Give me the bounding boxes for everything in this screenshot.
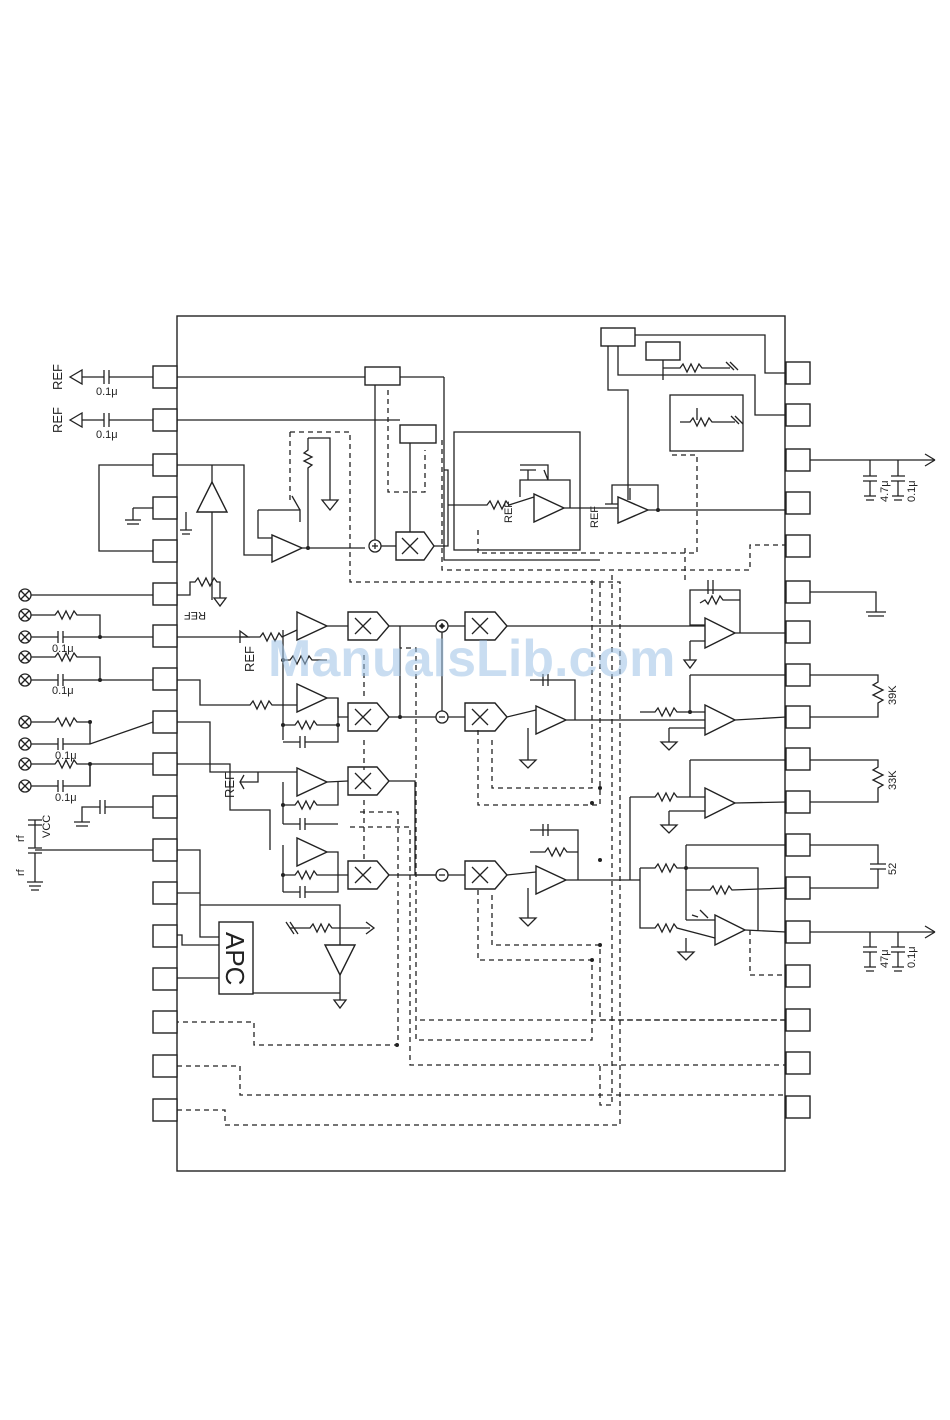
cap-label-8: 0.1μ bbox=[906, 946, 918, 968]
right-pin-8 bbox=[786, 664, 810, 686]
right-pin-6 bbox=[786, 581, 810, 603]
opamp-filter-1 bbox=[534, 494, 564, 522]
watermark: ManualsLib.com bbox=[268, 630, 675, 688]
cap-label-2: 0.1μ bbox=[96, 429, 118, 441]
right-pin-9 bbox=[786, 706, 810, 728]
left-pin-6 bbox=[153, 583, 177, 605]
ref-label-internal-3: REF bbox=[184, 609, 206, 621]
ic-package-outline bbox=[177, 316, 785, 1171]
right-pin-1 bbox=[786, 362, 810, 384]
left-pin-13 bbox=[153, 882, 177, 904]
right-pin-10 bbox=[786, 748, 810, 770]
control-block-4 bbox=[646, 342, 680, 360]
multiplier-row2-a bbox=[348, 703, 389, 731]
resistor-label-33k: 33K bbox=[887, 770, 899, 790]
multiplier-row4-b bbox=[465, 861, 507, 889]
right-pins bbox=[786, 362, 810, 1118]
right-pin-4 bbox=[786, 492, 810, 514]
left-pin-1 bbox=[153, 366, 177, 388]
cap-label-5: 0.1μ bbox=[55, 750, 77, 762]
cap-label-1: 0.1μ bbox=[96, 386, 118, 398]
rf-label-2: rf bbox=[15, 868, 27, 876]
right-labels: 4.7μ 0.1μ 39K 33K 52 47μ 0.1μ bbox=[879, 480, 918, 968]
left-pin-9 bbox=[153, 711, 177, 733]
opamp-ref-buffer bbox=[197, 482, 227, 512]
left-pin-14 bbox=[153, 925, 177, 947]
left-pins bbox=[153, 366, 177, 1121]
cap-label-4p7: 4.7μ bbox=[879, 480, 891, 502]
cap-label-47: 47μ bbox=[879, 949, 891, 968]
cap-label-3: 0.1μ bbox=[52, 643, 74, 655]
ref-label-internal-4: REF bbox=[242, 646, 257, 672]
opamp-right-1 bbox=[705, 618, 735, 648]
right-pin-5 bbox=[786, 535, 810, 557]
input-terminal-group bbox=[19, 589, 153, 792]
ref-label-internal-2: REF bbox=[589, 506, 601, 528]
left-pin-18 bbox=[153, 1099, 177, 1121]
left-labels: REF REF 0.1μ 0.1μ 0.1μ 0.1μ 0.1μ 0.1μ VC… bbox=[15, 364, 118, 876]
multiplier-row3-a bbox=[348, 767, 389, 795]
opamp-right-6 bbox=[715, 915, 745, 945]
resistor-label-39k: 39K bbox=[887, 685, 899, 705]
left-pin-17 bbox=[153, 1055, 177, 1077]
left-external-circuit bbox=[19, 370, 153, 890]
opamp-row3-b bbox=[297, 838, 327, 866]
ref-label-1: REF bbox=[50, 364, 65, 390]
left-pin-7 bbox=[153, 625, 177, 647]
left-pin-5 bbox=[153, 540, 177, 562]
right-pin-15 bbox=[786, 965, 810, 987]
filter-block bbox=[454, 432, 580, 550]
opamp-1 bbox=[272, 535, 302, 562]
ref-label-internal-1: REF bbox=[503, 501, 515, 523]
opamp-filter-2 bbox=[618, 497, 648, 523]
multiplier-row4-a bbox=[348, 861, 389, 889]
right-pin-16 bbox=[786, 1009, 810, 1031]
left-pin-3 bbox=[153, 454, 177, 476]
control-lines-dashed bbox=[177, 390, 786, 1125]
right-pin-18 bbox=[786, 1096, 810, 1118]
control-block-2 bbox=[400, 425, 436, 443]
left-pin-4 bbox=[153, 497, 177, 519]
vcc-label: VCC bbox=[41, 815, 53, 838]
right-external-circuit bbox=[810, 454, 935, 971]
opamp-right-3 bbox=[705, 705, 735, 735]
left-pin-15 bbox=[153, 968, 177, 990]
opamp-row3-a bbox=[297, 768, 327, 796]
left-pin-8 bbox=[153, 668, 177, 690]
apc-driver bbox=[325, 945, 355, 975]
opamp-row1-b bbox=[297, 684, 327, 712]
cap-label-6: 0.1μ bbox=[55, 792, 77, 804]
opamp-right-5 bbox=[705, 788, 735, 818]
left-pin-12 bbox=[153, 839, 177, 861]
right-pin-13 bbox=[786, 877, 810, 899]
cap-label-52: 52 bbox=[887, 863, 899, 875]
control-block-3 bbox=[601, 328, 635, 346]
right-pin-3 bbox=[786, 449, 810, 471]
right-pin-12 bbox=[786, 834, 810, 856]
multiplier-row2-b bbox=[465, 703, 507, 731]
opamp-right-2 bbox=[536, 706, 566, 734]
right-pin-17 bbox=[786, 1052, 810, 1074]
left-pin-10 bbox=[153, 753, 177, 775]
left-pin-2 bbox=[153, 409, 177, 431]
right-pin-14 bbox=[786, 921, 810, 943]
ref-label-2: REF bbox=[50, 407, 65, 433]
left-pin-16 bbox=[153, 1011, 177, 1033]
left-pin-11 bbox=[153, 796, 177, 818]
control-block-1 bbox=[365, 367, 400, 385]
apc-label: APC bbox=[220, 932, 250, 985]
cap-label-4: 0.1μ bbox=[52, 685, 74, 697]
multiplier-top bbox=[396, 532, 434, 560]
ref-label-internal-5: REF bbox=[222, 772, 237, 798]
rf-label-1: rf bbox=[15, 834, 27, 842]
opamp-right-4 bbox=[536, 866, 566, 894]
right-pin-2 bbox=[786, 404, 810, 426]
right-pin-11 bbox=[786, 791, 810, 813]
cap-label-7: 0.1μ bbox=[906, 480, 918, 502]
right-pin-7 bbox=[786, 621, 810, 643]
internal-labels: REF REF REF REF REF APC bbox=[184, 501, 601, 986]
